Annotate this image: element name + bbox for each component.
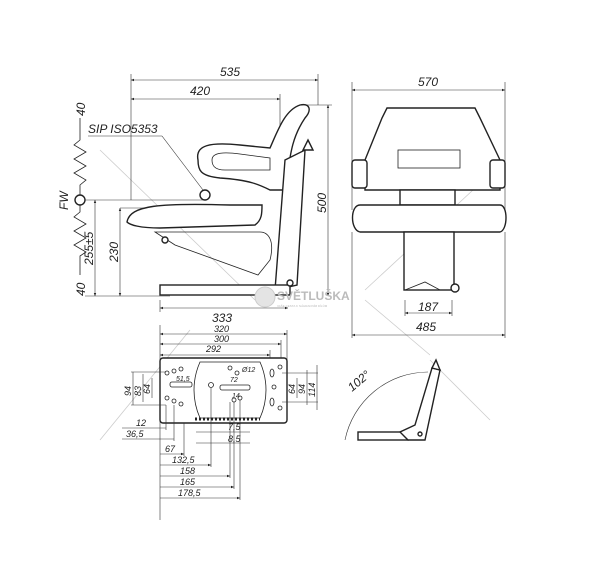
- front-backrest: [364, 107, 501, 191]
- dim-top-300: 300: [214, 334, 229, 344]
- dim-bottom-36-5: 36,5: [126, 429, 145, 439]
- dim-overall-length: 535: [220, 65, 240, 79]
- mounting-holes: [164, 364, 283, 411]
- front-seat-cushion: [351, 204, 507, 233]
- dim-height: 500: [315, 193, 329, 213]
- dim-bottom-158: 158: [180, 466, 195, 476]
- label-51-5: 51,5: [176, 376, 190, 383]
- dim-left-83: 83: [133, 386, 143, 396]
- suspension-down: 40: [74, 282, 88, 296]
- dim-bottom-67: 67: [165, 444, 176, 454]
- dim-width: 570: [418, 75, 438, 89]
- recline-view: 102°: [344, 358, 442, 441]
- suspension-base: [404, 281, 455, 291]
- dim-right-64: 64: [287, 384, 297, 394]
- adjustment-knob: [301, 138, 315, 151]
- dim-seat-width: 485: [416, 320, 436, 334]
- suspension-up: 40: [74, 102, 88, 116]
- dim-right-114: 114: [307, 383, 317, 397]
- sip-point: [199, 189, 211, 201]
- dim-base-width: 187: [418, 300, 439, 314]
- rear-column: [274, 148, 306, 291]
- base-plate-view: 320 300 292 51,5 Ø12 72 14 64 94: [122, 324, 318, 520]
- backrest-mount: [399, 189, 456, 206]
- backrest: [197, 103, 310, 191]
- front-view: 570 187 485: [351, 75, 507, 338]
- dim-bottom-165: 165: [180, 477, 196, 487]
- dim-seat-height: 230: [107, 242, 121, 263]
- recline-angle: 102°: [345, 367, 373, 394]
- backrest-panel: [397, 149, 461, 169]
- suspension-spring: [73, 118, 87, 275]
- watermark-tagline: VAŠE CESTA K NÁHRADNÍM DÍLŮM: [277, 303, 328, 308]
- dim-left-64: 64: [142, 384, 152, 394]
- dim-top-292: 292: [205, 344, 221, 354]
- dim-base: 333: [212, 311, 232, 325]
- dim-top-320: 320: [214, 324, 229, 334]
- recline-arc: [344, 371, 429, 441]
- dim-left-94: 94: [123, 386, 133, 396]
- sip-marker: [74, 194, 86, 206]
- label-72: 72: [230, 377, 238, 384]
- label-14: 14: [232, 393, 240, 400]
- slide-rails: [159, 284, 291, 296]
- dim-bottom-178-5: 178,5: [178, 488, 202, 498]
- dim-sip-height: 255±5: [82, 231, 96, 266]
- suspension-body: [403, 231, 455, 291]
- left-armrest: [351, 159, 368, 189]
- dim-bottom-132-5: 132,5: [172, 455, 196, 465]
- dim-bottom-7-5: 7,5: [228, 422, 242, 432]
- side-view: 535 420 500 333 230 255±5 40 40 FW SIP I…: [57, 65, 332, 325]
- dim-bottom-8-5: 8,5: [228, 434, 242, 444]
- dim-bottom-12: 12: [136, 418, 146, 428]
- seat-cushion: [126, 203, 263, 229]
- watermark-brand: SVĚTLUŠKA: [277, 288, 350, 303]
- suspension-label: FW: [57, 190, 71, 210]
- suspension-arm: [153, 231, 273, 276]
- base-plate: [159, 357, 288, 424]
- sip-label: SIP ISO5353: [88, 122, 158, 136]
- label-diameter-12: Ø12: [241, 367, 255, 374]
- armrest: [211, 152, 271, 171]
- right-armrest: [489, 159, 506, 189]
- watermark: SVĚTLUŠKA VAŠE CESTA K NÁHRADNÍM DÍLŮM: [254, 286, 350, 308]
- dim-backrest-depth: 420: [190, 84, 210, 98]
- recline-backrest: [398, 367, 441, 441]
- dim-right-94: 94: [297, 384, 307, 394]
